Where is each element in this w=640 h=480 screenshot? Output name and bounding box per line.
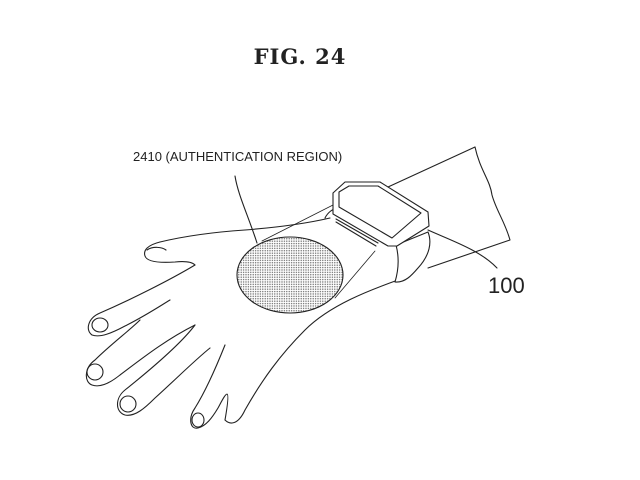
finger-index (87, 264, 196, 337)
device-reference-label: 100 (488, 273, 525, 298)
thumb-nail (146, 246, 167, 251)
finger-ring-nail (119, 395, 137, 413)
forearm-cut-line (427, 146, 511, 269)
finger-little (190, 344, 229, 429)
smartwatch-screen (338, 185, 422, 239)
authentication-region-label: 2410 (AUTHENTICATION REGION) (133, 149, 343, 164)
smartwatch-side-slot (335, 218, 379, 247)
thumb (144, 241, 196, 266)
forearm-lower-edge (224, 279, 399, 424)
leader-line-2410 (234, 175, 258, 244)
finger-middle-nail (86, 363, 104, 381)
forearm-upper-edge (387, 146, 476, 188)
finger-little-nail (191, 412, 205, 428)
finger-index-nail (91, 317, 109, 333)
projection-line-upper (261, 204, 334, 242)
figure-title: FIG. 24 (253, 44, 347, 69)
smartwatch-body (332, 181, 430, 247)
leader-line-100 (427, 229, 498, 269)
finger-middle (85, 319, 196, 387)
projection-line-lower (334, 250, 376, 299)
wristband (394, 231, 431, 283)
hand-top-edge (159, 217, 331, 243)
finger-ring (116, 324, 211, 416)
authentication-region (236, 236, 344, 314)
